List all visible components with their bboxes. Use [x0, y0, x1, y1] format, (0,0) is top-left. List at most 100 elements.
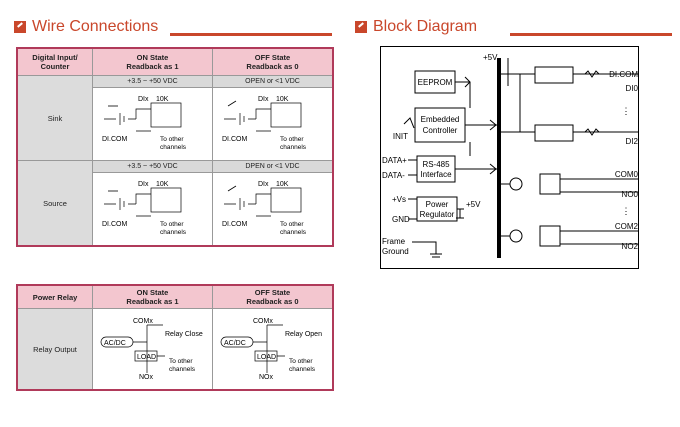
di-com-label: DI.COM — [609, 70, 638, 79]
controller-arrow — [465, 119, 497, 131]
wire-connections-title: Wire Connections — [14, 18, 158, 36]
dix-label: DIx — [258, 96, 269, 103]
di-res-1 — [584, 70, 600, 78]
comx-label: COMx — [253, 318, 273, 325]
dix-label: DIx — [138, 181, 149, 188]
power-label-1: Power — [426, 200, 449, 209]
rs485-arrow — [455, 163, 497, 175]
dicom-label: DI.COM — [102, 136, 127, 143]
block-title-rule — [510, 33, 672, 36]
other-label-1: To other — [160, 221, 184, 228]
wiring — [224, 193, 272, 217]
off-readback-label: Readback as 0 — [246, 62, 299, 71]
res-label: 10K — [276, 96, 289, 103]
acdc-label: AC/DC — [104, 340, 126, 347]
di-res-2 — [584, 128, 600, 136]
other-label-2: channels — [160, 229, 187, 236]
nox-label: NOx — [139, 374, 154, 381]
di-wires — [501, 73, 638, 133]
other-label-1: To other — [280, 221, 304, 228]
dicom-label: DI.COM — [102, 221, 127, 228]
wiring — [104, 108, 152, 132]
com0-label: COM0 — [615, 170, 639, 179]
block-diagram-title-text: Block Diagram — [373, 18, 478, 35]
gnd-label: GND — [392, 215, 410, 224]
controller-label-2: Controller — [423, 126, 458, 135]
no0-label: NO0 — [622, 190, 639, 199]
dicom-label: DI.COM — [222, 136, 247, 143]
no2-label: NO2 — [622, 242, 639, 251]
di2-label: DI2 — [626, 137, 639, 146]
nox-label: NOx — [259, 374, 274, 381]
other-label-2: channels — [280, 144, 307, 151]
block-diagram-title: Block Diagram — [355, 18, 477, 36]
relay-close-label: Relay Close — [165, 331, 203, 338]
source-off-voltage: DPEN or <1 VDC — [211, 160, 334, 173]
dix-label: DIx — [138, 96, 149, 103]
power-lines — [408, 198, 417, 220]
eeprom-label: EEPROM — [418, 78, 453, 87]
di0-label: DI0 — [626, 84, 639, 93]
pencil-icon — [355, 21, 367, 33]
rs485-label-1: RS-485 — [422, 160, 450, 169]
rs485-label-2: Interface — [420, 170, 452, 179]
relay-col-header: Power Relay — [16, 284, 93, 309]
on-readback-label: Readback as 1 — [126, 62, 179, 71]
top-5v-label: +5V — [483, 53, 498, 62]
acdc-label: AC/DC — [224, 340, 246, 347]
init-label: INIT — [393, 132, 408, 141]
other-label-1: To other — [169, 358, 193, 365]
di2-opto — [534, 124, 574, 142]
relay0-coil — [539, 173, 561, 195]
other-label-2: channels — [280, 229, 307, 236]
source-row-label: Source — [16, 160, 93, 247]
power-regulator-box — [416, 196, 458, 222]
load-label: LOAD — [137, 354, 156, 361]
relay-off-state-label: OFF State — [254, 288, 291, 297]
pwr-5v-label: +5V — [466, 200, 481, 209]
relay-open-label: Relay Open — [285, 331, 322, 338]
wiring — [104, 193, 152, 217]
block-diagram-svg: EEPROM Embedded Controller RS-485 Interf… — [380, 46, 639, 269]
opto-box — [271, 187, 302, 213]
relay-on-readback-label: Readback as 1 — [126, 297, 179, 306]
sink-off-voltage: OPEN or <1 VDC — [211, 75, 334, 88]
other-label-2: channels — [289, 366, 316, 373]
relay-off-readback-label: Readback as 0 — [246, 297, 299, 306]
dicom-label: DI.COM — [222, 221, 247, 228]
other-label-1: To other — [280, 136, 304, 143]
frame-label-2: Ground — [382, 247, 409, 256]
pencil-icon — [14, 21, 26, 33]
opto-box — [151, 102, 182, 128]
res-label: 10K — [156, 96, 169, 103]
wire-connections-title-text: Wire Connections — [32, 18, 159, 35]
other-label-1: To other — [160, 136, 184, 143]
source-on-voltage: +3.5 ~ +50 VDC — [92, 160, 213, 173]
data-lines — [408, 159, 417, 176]
di-ellipsis: ⋮ — [622, 106, 631, 116]
dix-label: DIx — [258, 181, 269, 188]
data-minus-label: DATA- — [382, 171, 405, 180]
wire-title-rule — [170, 33, 332, 36]
input-switch — [228, 100, 237, 107]
di0-opto — [534, 66, 574, 84]
wiring — [224, 108, 272, 132]
main-bus — [497, 58, 501, 258]
opto-box — [151, 187, 182, 213]
frame-label-1: Frame — [382, 237, 406, 246]
com2-label: COM2 — [615, 222, 639, 231]
vs-label: +Vs — [392, 195, 406, 204]
